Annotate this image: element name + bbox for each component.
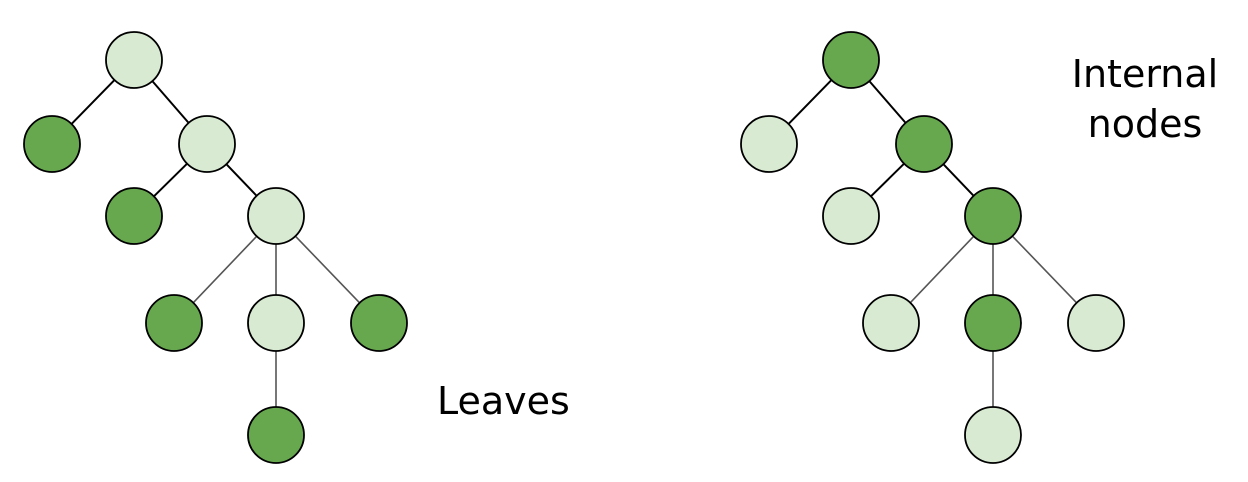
tree-node-root [105,31,163,89]
tree-node-a-highlighted [23,115,81,173]
internal-nodes-caption-line1: Internal [1071,52,1219,96]
edge-b-d [942,163,975,197]
edge-root-a [70,79,116,125]
tree-node-c-highlighted [105,187,163,245]
edge-d-e [192,235,258,304]
edge-root-b [151,80,190,124]
edge-d-g [294,235,361,304]
edge-b-d [225,163,258,197]
tree-node-h-highlighted [247,406,305,464]
tree-node-root-highlighted [822,31,880,89]
tree-node-e-highlighted [145,294,203,352]
edge-d-g [1011,235,1078,304]
tree-node-f-highlighted [964,294,1022,352]
tree-node-h [964,406,1022,464]
tree-node-g [1067,294,1125,352]
tree-node-a [740,115,798,173]
edge-root-a [787,79,833,125]
edge-b-c [153,162,188,198]
edge-root-b [868,80,907,124]
tree-node-b [178,115,236,173]
internal-nodes-caption-line2: nodes [1087,102,1203,146]
edge-d-e [909,235,975,304]
tree-node-c [822,187,880,245]
tree-node-e [862,294,920,352]
tree-node-d [247,187,305,245]
tree-internal-nodes-highlighted [740,31,1125,464]
leaves-caption: Leaves [437,379,570,423]
tree-leaves-highlighted [23,31,408,464]
internal-nodes-caption: Internal nodes [1065,49,1225,149]
tree-node-f [247,294,305,352]
tree-node-g-highlighted [350,294,408,352]
tree-node-d-highlighted [964,187,1022,245]
tree-node-b-highlighted [895,115,953,173]
edge-b-c [870,162,905,198]
